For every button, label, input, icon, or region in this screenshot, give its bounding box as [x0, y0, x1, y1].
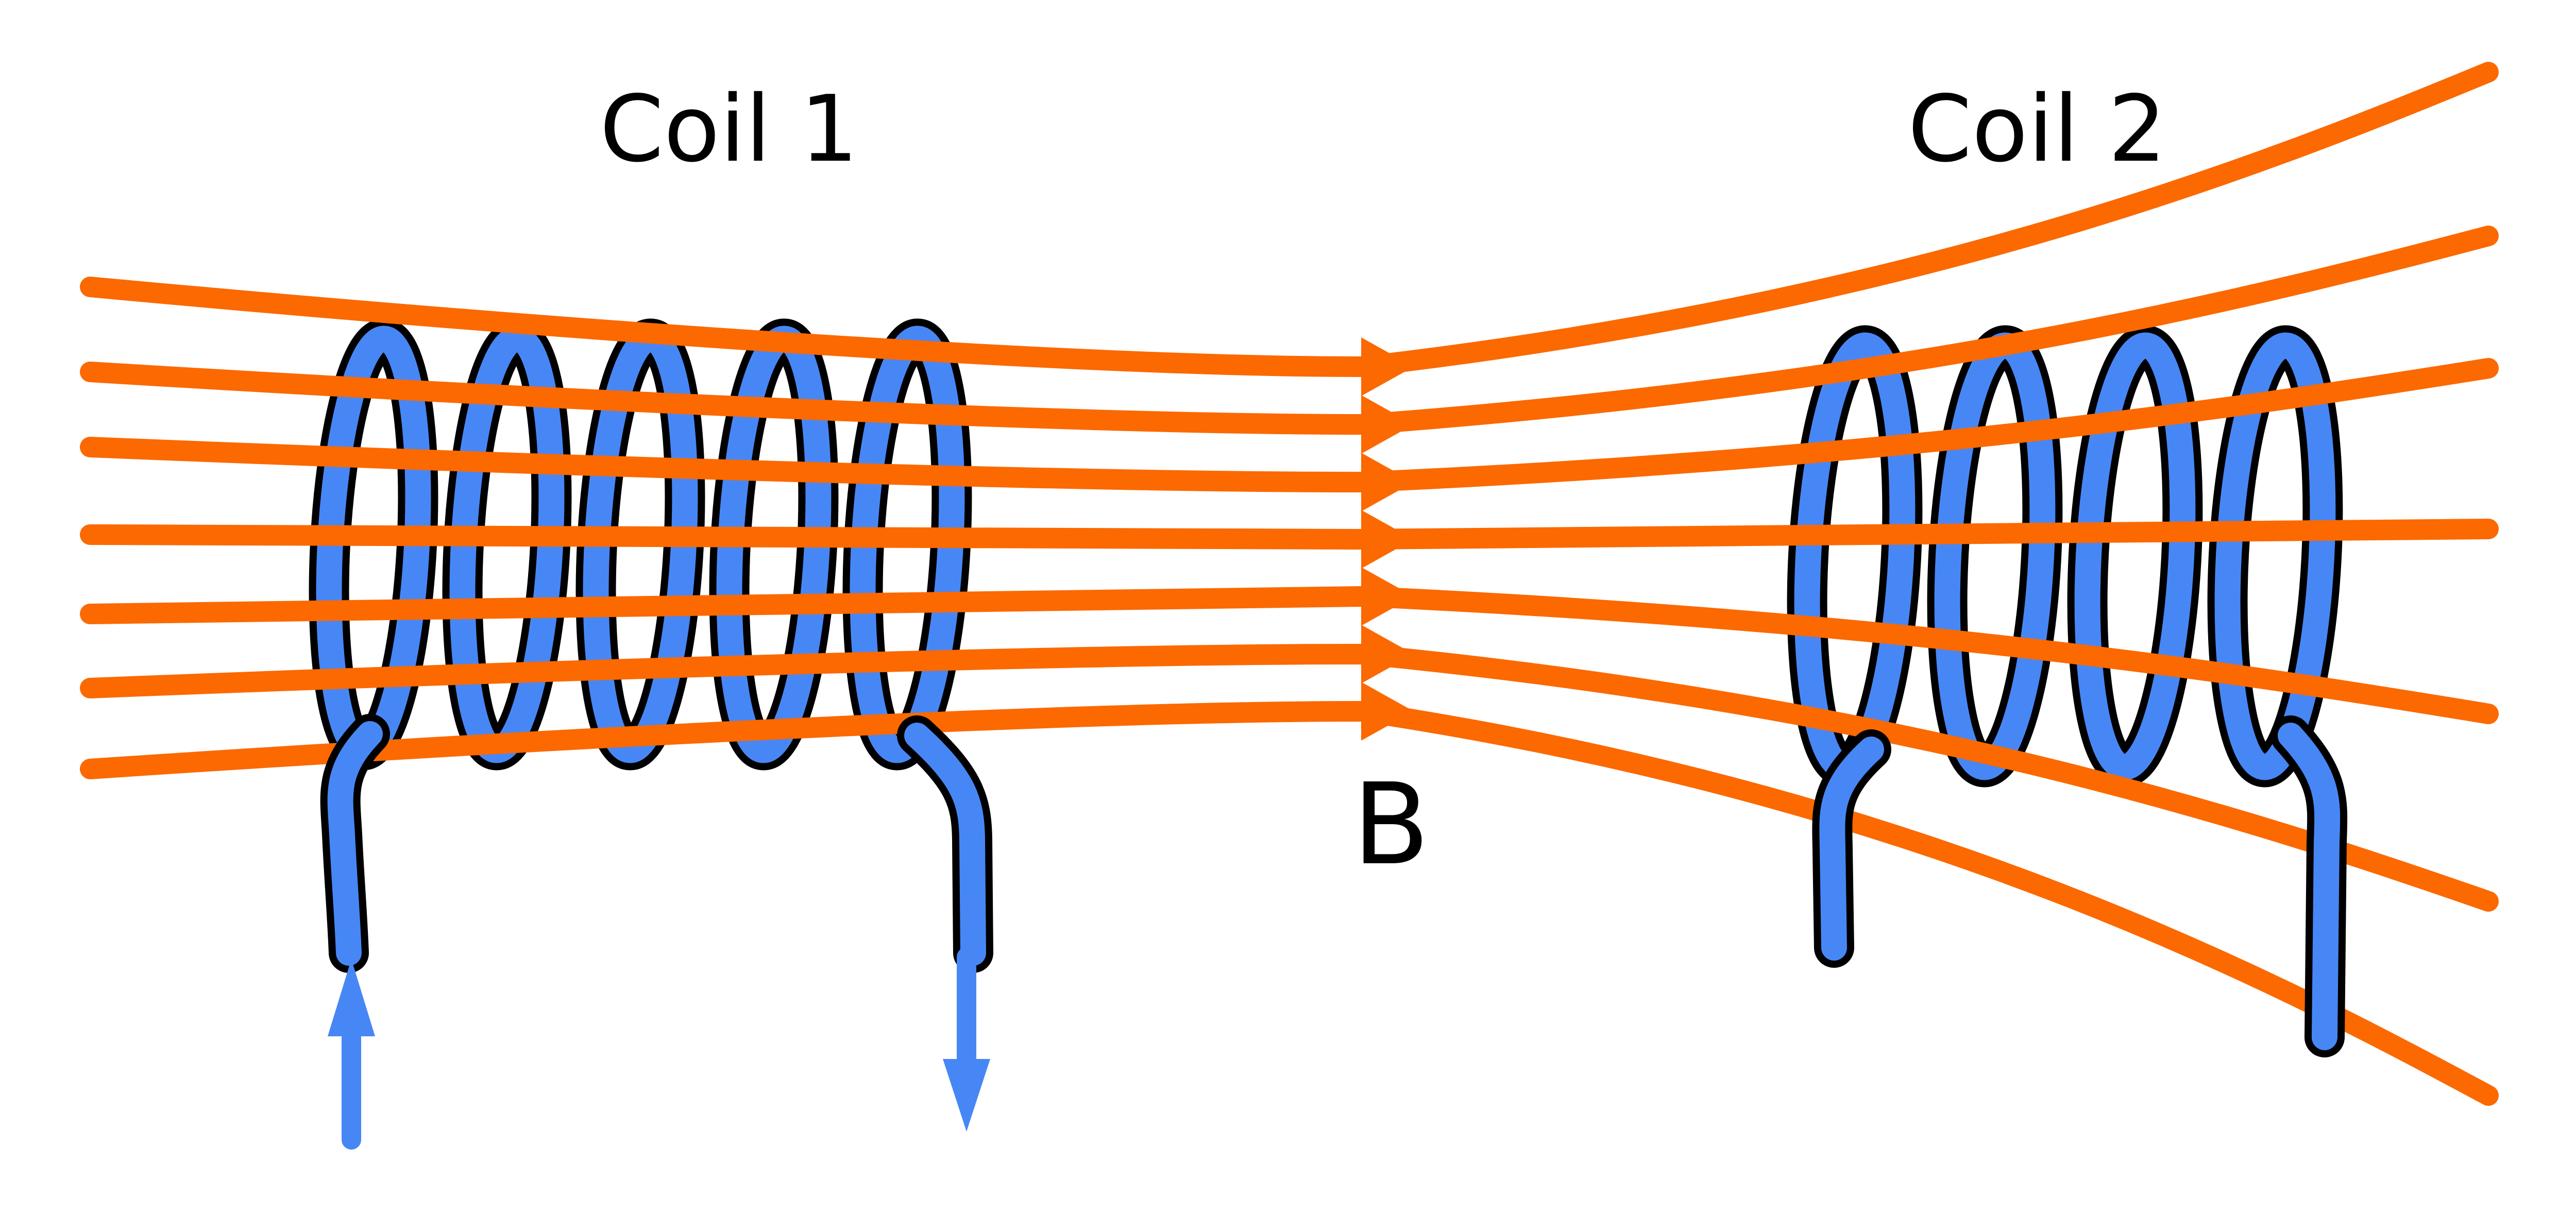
magnetic-field-line [80, 643, 2499, 912]
field-direction-arrowhead-icon [1361, 337, 1414, 396]
magnetic-field-line [80, 226, 2499, 435]
current-arrow-down-icon [943, 1059, 990, 1132]
coil-lead [327, 721, 383, 966]
current-direction-arrows [328, 947, 990, 1150]
magnetic-field-line [80, 586, 2499, 724]
magnetic-field-line [80, 700, 2499, 1106]
coil-2-label: Coil 2 [1908, 76, 2166, 182]
current-arrow-up-icon [328, 959, 375, 1036]
coil-1-label: Coil 1 [600, 76, 858, 182]
coil-turn [2214, 332, 2336, 780]
coil-lead [1819, 737, 1884, 961]
field-direction-arrowhead-icon [1361, 682, 1414, 741]
coil-lead-wires [320, 714, 2348, 1057]
coil-turn [2074, 332, 2196, 780]
magnetic-field-line [80, 519, 2499, 550]
magnetic-field-lines [80, 62, 2499, 1106]
field-direction-arrowhead-icon [1361, 453, 1414, 511]
magnetic-field-line [80, 358, 2499, 493]
field-direction-arrowhead-icon [1361, 567, 1414, 626]
field-direction-arrowhead-icon [1361, 625, 1414, 683]
field-direction-arrowhead-icon [1361, 510, 1414, 569]
coil-lead [904, 723, 986, 966]
field-direction-arrowhead-icon [1361, 395, 1414, 454]
magnetic-field-b-label: B [1352, 760, 1430, 890]
diagram-labels: Coil 1 Coil 2 B [600, 76, 2166, 890]
coil-lead [2278, 723, 2341, 1050]
magnetic-field-line [80, 62, 2499, 378]
